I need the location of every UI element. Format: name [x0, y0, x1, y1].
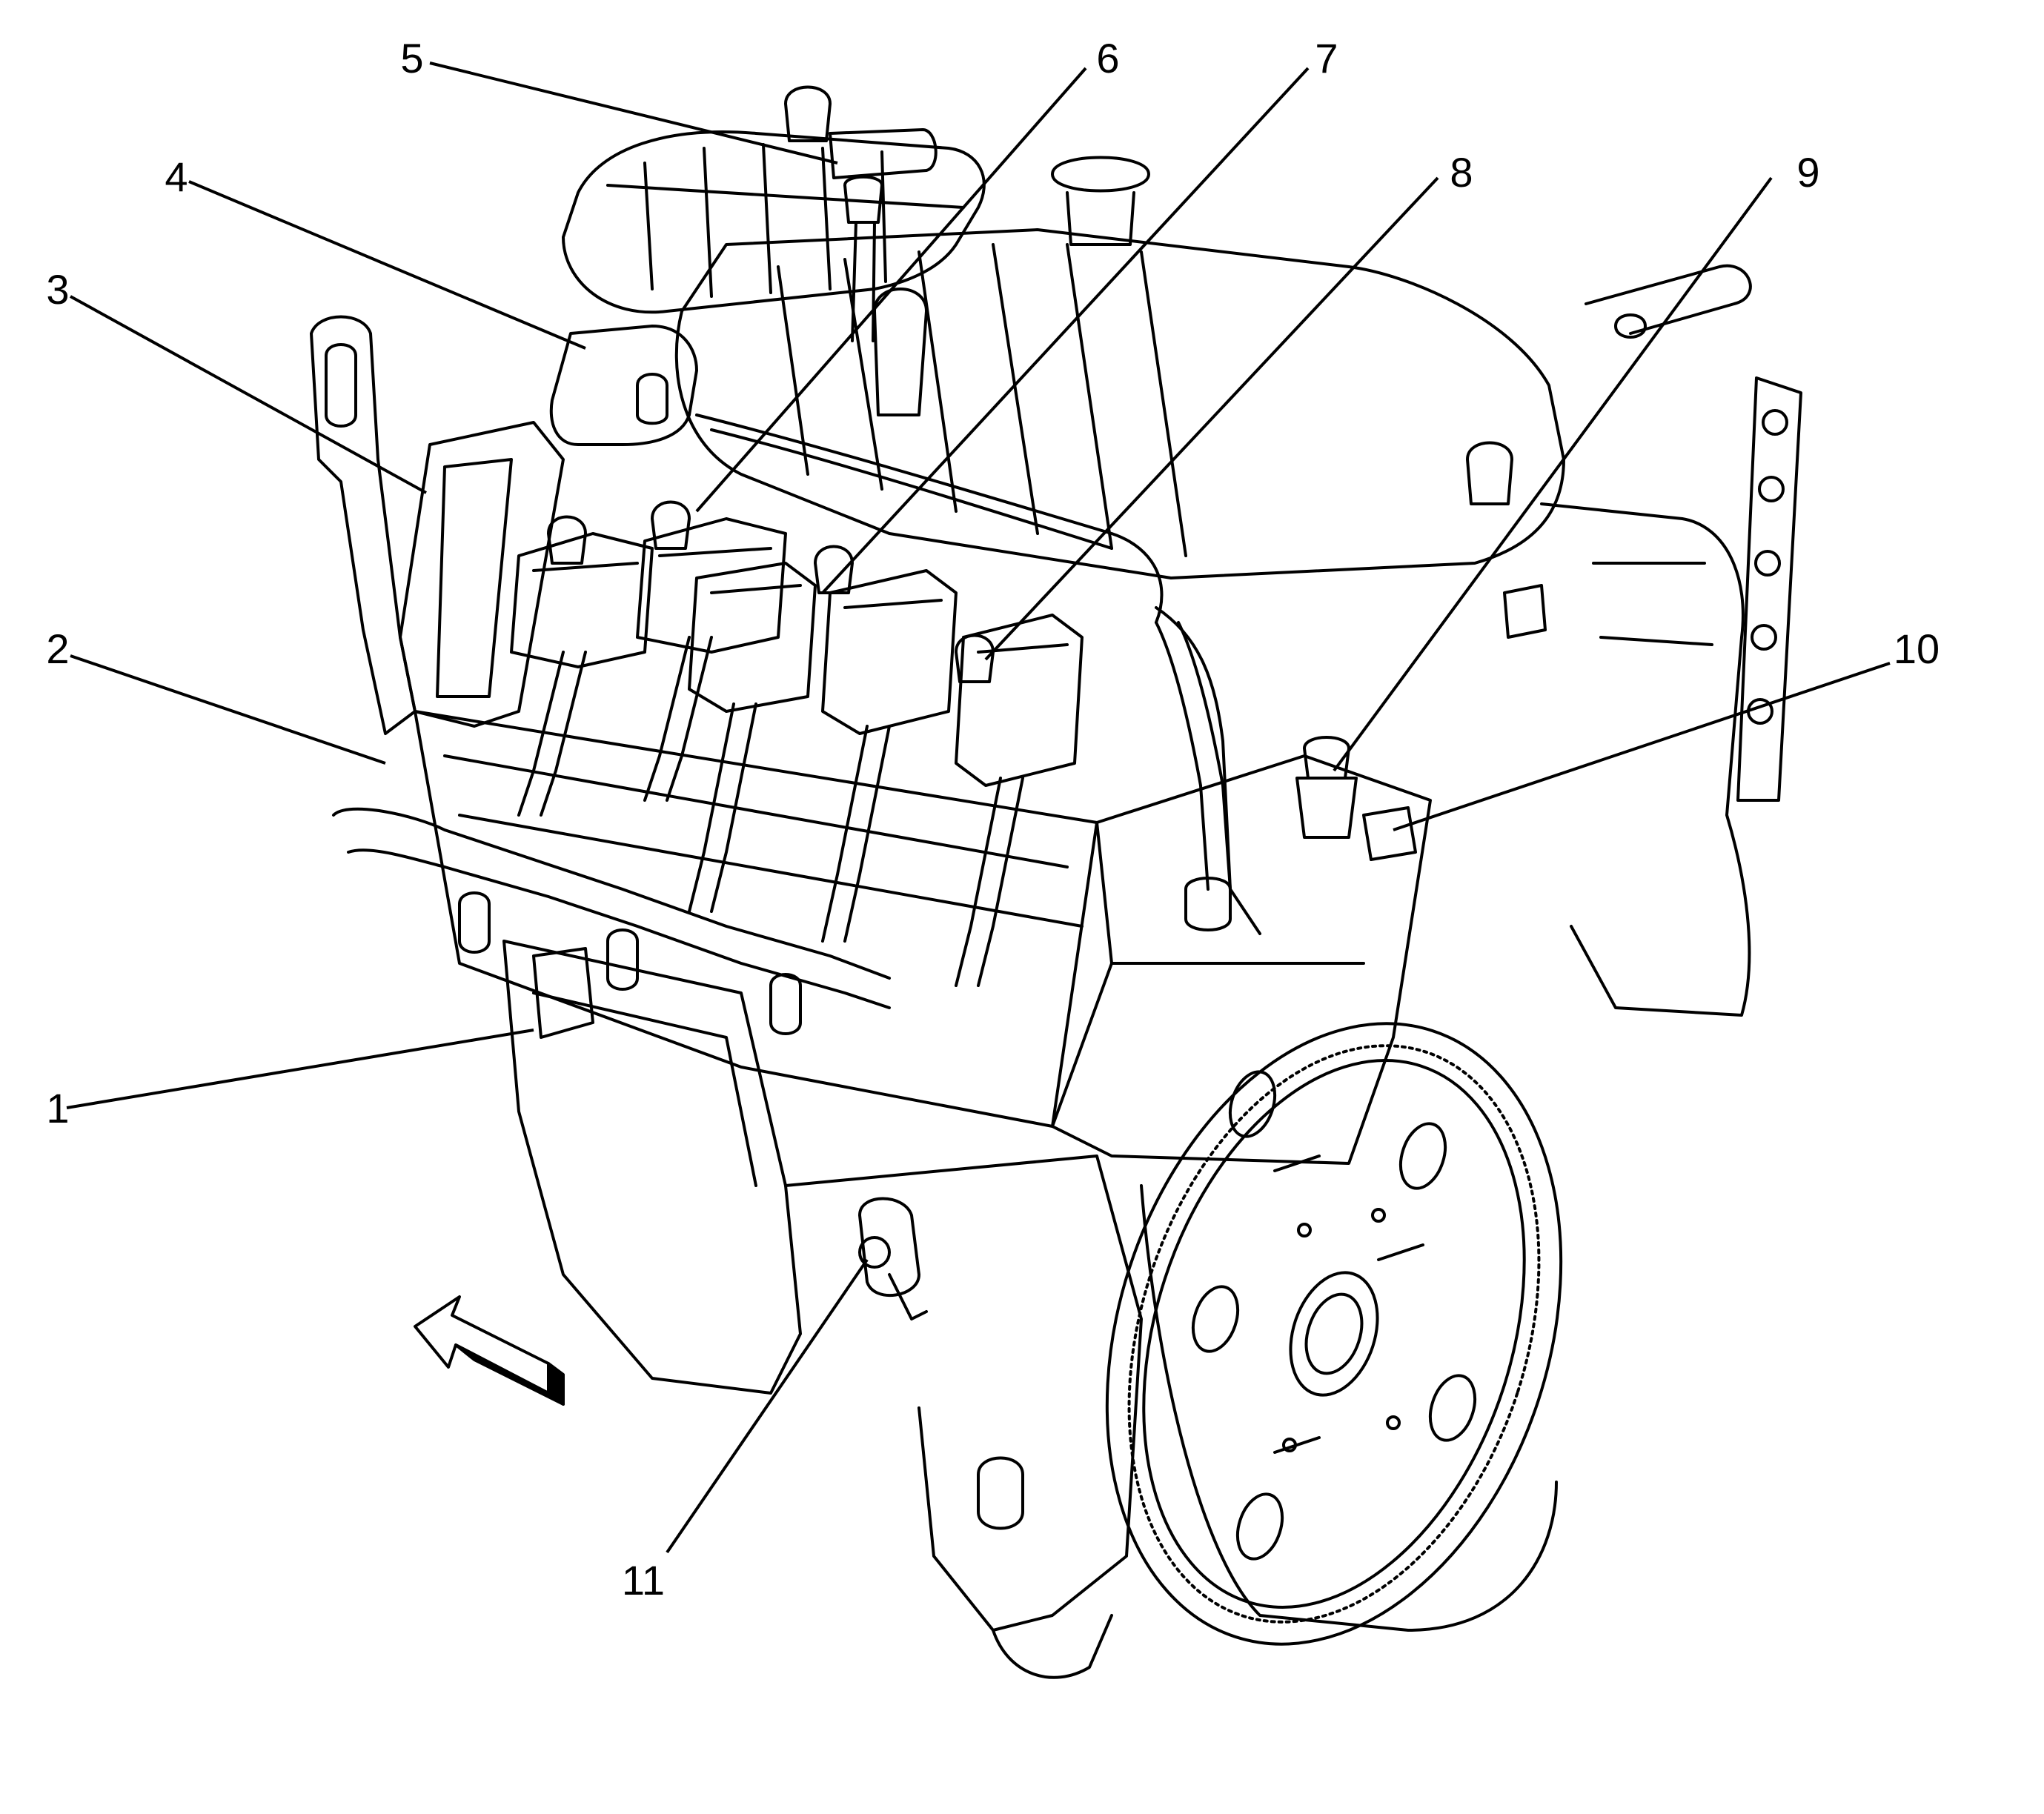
coil-pack-3 [688, 562, 817, 913]
leader-5 [429, 62, 838, 165]
coil-pack-2 [636, 517, 787, 802]
callout-8: 8 [1450, 149, 1473, 196]
coil-pack-4 [821, 569, 958, 943]
leader-2 [70, 654, 386, 765]
callout-1: 1 [46, 1085, 69, 1132]
callout-9: 9 [1796, 149, 1819, 196]
leader-8 [984, 176, 1439, 661]
leader-11 [666, 1258, 869, 1554]
callout-5: 5 [400, 35, 423, 82]
callout-3: 3 [46, 266, 69, 313]
sensor-9 [1295, 736, 1358, 839]
callout-6: 6 [1096, 35, 1119, 82]
leader-7 [821, 67, 1310, 594]
engine-artwork [310, 85, 1802, 1679]
sensor-10 [1362, 806, 1417, 861]
callout-2: 2 [46, 625, 69, 672]
callout-labels: 1 2 3 4 5 6 7 8 9 10 11 [46, 35, 1940, 1604]
coil-pack-1 [510, 532, 654, 817]
callout-4: 4 [165, 153, 188, 200]
leader-4 [188, 180, 586, 350]
leader-1 [66, 1029, 534, 1109]
knock-sensor [858, 1197, 928, 1320]
leader-10 [1393, 662, 1891, 831]
leader-6 [695, 67, 1087, 513]
callout-10: 10 [1894, 625, 1940, 672]
flywheel [1105, 1022, 1563, 1646]
callout-7: 7 [1315, 35, 1338, 82]
leader-3 [70, 295, 427, 494]
callout-leader-lines [66, 62, 1891, 1554]
front-direction-arrow-icon [414, 1295, 565, 1406]
callout-11: 11 [622, 1557, 665, 1604]
leader-9 [1333, 176, 1773, 772]
